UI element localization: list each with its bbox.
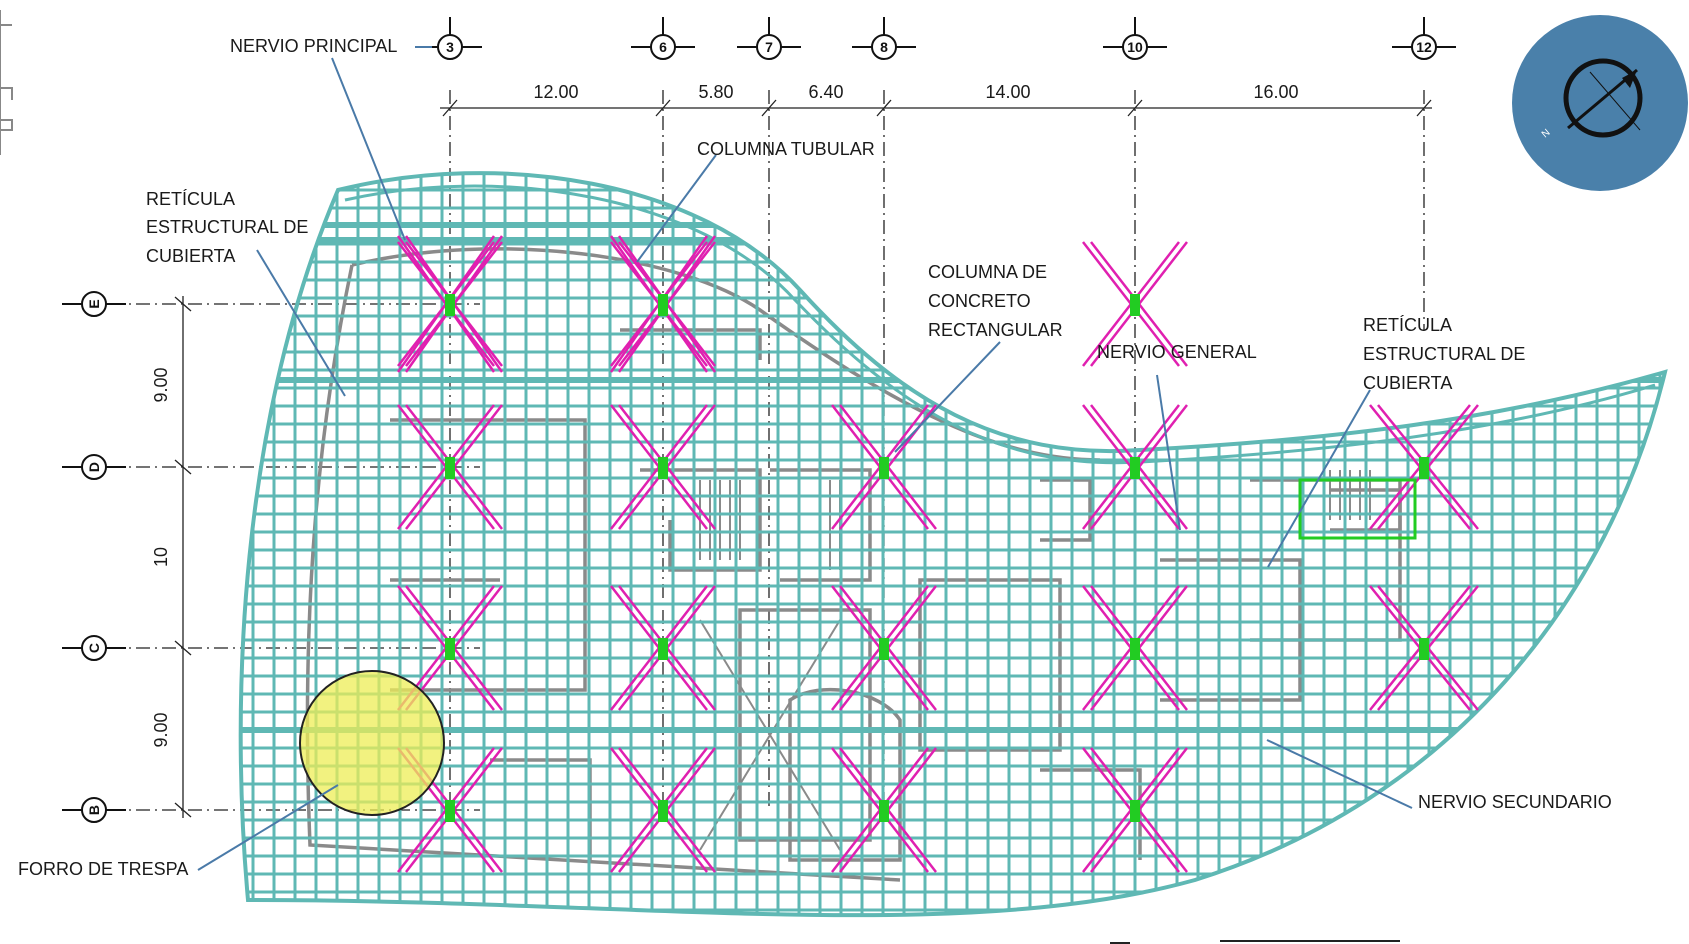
dim-e-d: 9.00 <box>151 367 171 402</box>
column-marker <box>658 638 668 660</box>
column-marker <box>1130 294 1140 316</box>
column-marker <box>445 457 455 479</box>
column-marker <box>445 638 455 660</box>
label-columna-concreto-2: CONCRETO <box>928 291 1031 311</box>
label-nervio-principal: NERVIO PRINCIPAL <box>230 36 397 56</box>
column-marker <box>1419 457 1429 479</box>
label-reticula-right-2: ESTRUCTURAL DE <box>1363 344 1525 364</box>
concrete-column-core <box>1298 478 1417 540</box>
sheet-edge-fragment <box>0 10 13 155</box>
column-marker <box>445 800 455 822</box>
axis-8-label: 8 <box>880 39 888 55</box>
column-marker <box>1130 800 1140 822</box>
axis-6-label: 6 <box>659 39 667 55</box>
label-forro-trespa: FORRO DE TRESPA <box>18 859 188 879</box>
axis-e-label: E <box>86 299 102 308</box>
axis-bubbles-left <box>62 291 126 823</box>
label-columna-concreto-1: COLUMNA DE <box>928 262 1047 282</box>
label-reticula-left-3: CUBIERTA <box>146 246 235 266</box>
column-marker <box>445 294 455 316</box>
label-reticula-right-3: CUBIERTA <box>1363 373 1452 393</box>
dim-d-c: 10 <box>151 547 171 567</box>
dim-6-7: 5.80 <box>698 82 733 102</box>
axis-10-label: 10 <box>1127 39 1143 55</box>
axis-bubbles-top <box>418 17 1456 60</box>
column-marker <box>879 638 889 660</box>
label-reticula-left-1: RETÍCULA <box>146 189 235 209</box>
top-dimension-line <box>440 99 1432 117</box>
label-nervio-general: NERVIO GENERAL <box>1097 342 1257 362</box>
roof-outline <box>238 171 1668 918</box>
left-dimension-line <box>174 296 192 818</box>
axis-b-label: B <box>86 805 102 815</box>
axis-7-label: 7 <box>765 39 773 55</box>
axis-12-label: 12 <box>1416 39 1432 55</box>
compass: N <box>1512 15 1688 191</box>
dim-c-b: 9.00 <box>151 712 171 747</box>
column-marker <box>1419 638 1429 660</box>
callout-leaders <box>197 46 1413 871</box>
dim-10-12: 16.00 <box>1253 82 1298 102</box>
label-reticula-right-1: RETÍCULA <box>1363 315 1452 335</box>
north-arrow-icon <box>1563 58 1643 138</box>
column-marker <box>879 457 889 479</box>
label-nervio-secundario: NERVIO SECUNDARIO <box>1418 792 1612 812</box>
bottom-scale-lines <box>1110 940 1400 944</box>
dim-8-10: 14.00 <box>985 82 1030 102</box>
axis-c-label: C <box>86 643 102 653</box>
dim-3-6: 12.00 <box>533 82 578 102</box>
label-columna-concreto-3: RECTANGULAR <box>928 320 1063 340</box>
column-marker <box>658 294 668 316</box>
column-marker <box>1130 638 1140 660</box>
axis-d-label: D <box>86 462 102 472</box>
roof-inner-edge <box>344 184 1656 465</box>
column-marker <box>879 800 889 822</box>
column-marker <box>658 800 668 822</box>
column-marker <box>658 457 668 479</box>
label-reticula-left-2: ESTRUCTURAL DE <box>146 217 308 237</box>
dim-7-8: 6.40 <box>808 82 843 102</box>
trespa-highlight-circle <box>299 670 445 816</box>
label-columna-tubular: COLUMNA TUBULAR <box>697 139 875 159</box>
column-marker <box>1130 457 1140 479</box>
column-markers <box>445 294 1429 822</box>
axis-3-label: 3 <box>446 39 454 55</box>
